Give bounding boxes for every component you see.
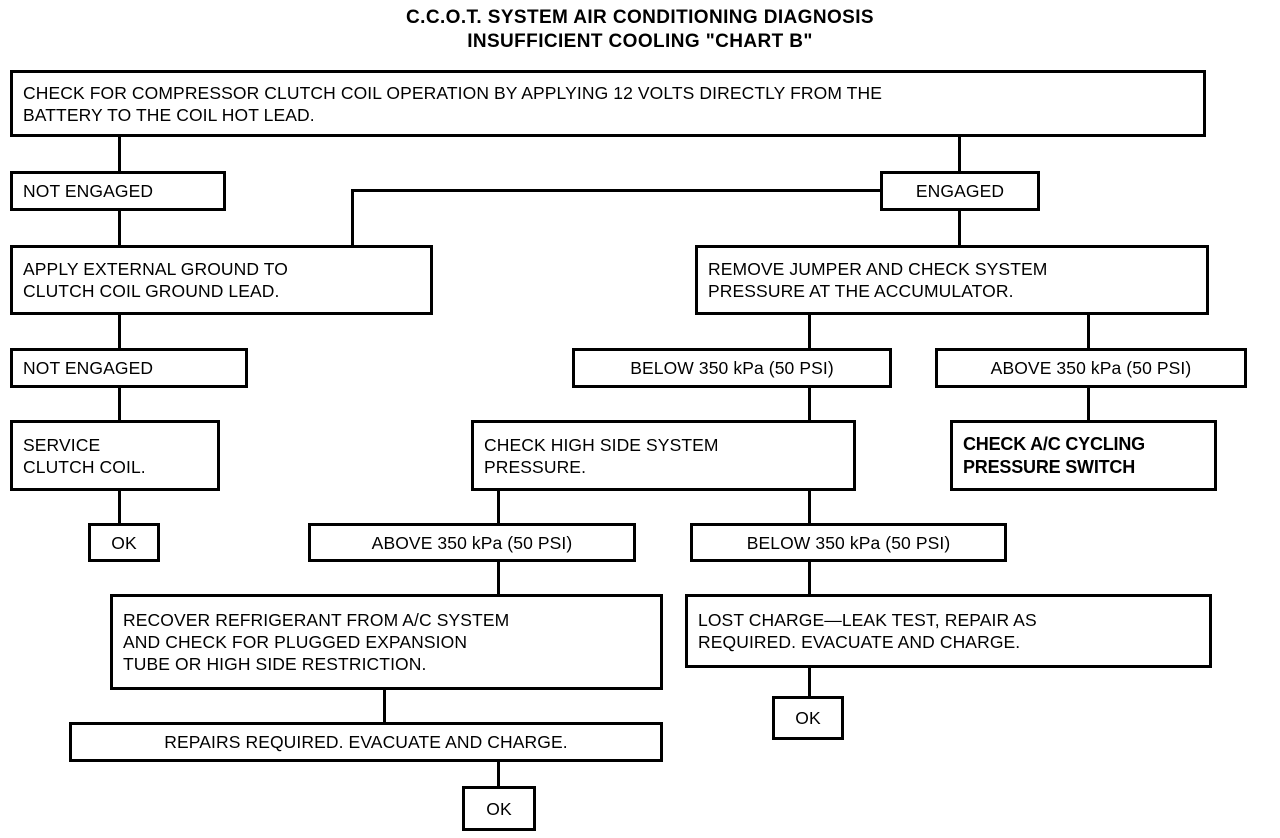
- node-label: LOST CHARGE—LEAK TEST, REPAIR AS REQUIRE…: [698, 610, 1037, 652]
- connector-lost-charge-to-ok-2: [808, 668, 811, 696]
- node-label: CHECK HIGH SIDE SYSTEM PRESSURE.: [484, 434, 719, 477]
- node-label: ABOVE 350 kPa (50 PSI): [990, 358, 1192, 378]
- node-label: NOT ENGAGED: [23, 181, 154, 201]
- connector-check-high-side-to-above-350-b: [497, 491, 500, 523]
- node-label: ENGAGED: [915, 181, 1005, 201]
- connector-above-350-b-to-recover: [497, 562, 500, 594]
- connector-remove-jumper-to-above-350: [1087, 315, 1090, 348]
- connector-service-clutch-to-ok-1: [118, 491, 121, 523]
- connector-repairs-to-ok-3: [497, 762, 500, 786]
- node-check-compressor-clutch-coil[interactable]: CHECK FOR COMPRESSOR CLUTCH COIL OPERATI…: [10, 70, 1206, 137]
- node-label: APPLY EXTERNAL GROUND TO CLUTCH COIL GRO…: [23, 259, 288, 301]
- node-above-350-kpa-accumulator[interactable]: ABOVE 350 kPa (50 PSI): [935, 348, 1247, 388]
- node-lost-charge[interactable]: LOST CHARGE—LEAK TEST, REPAIR AS REQUIRE…: [685, 594, 1212, 668]
- connector-below-350-to-check-high-side: [808, 388, 811, 420]
- node-not-engaged-2[interactable]: NOT ENGAGED: [10, 348, 248, 388]
- node-label: OK: [111, 532, 137, 553]
- node-label: NOT ENGAGED: [23, 358, 154, 378]
- connector-not-engaged-2-to-service-clutch: [118, 388, 121, 420]
- connector-engaged-to-remove-jumper: [958, 211, 961, 245]
- node-label: OK: [795, 708, 821, 728]
- node-engaged[interactable]: ENGAGED: [880, 171, 1040, 211]
- node-above-350-kpa-high-side[interactable]: ABOVE 350 kPa (50 PSI): [308, 523, 636, 562]
- chart-title-line-1: C.C.O.T. SYSTEM AIR CONDITIONING DIAGNOS…: [406, 7, 874, 28]
- node-apply-external-ground[interactable]: APPLY EXTERNAL GROUND TO CLUTCH COIL GRO…: [10, 245, 433, 315]
- node-below-350-kpa-high-side[interactable]: BELOW 350 kPa (50 PSI): [690, 523, 1007, 562]
- node-label: BELOW 350 kPa (50 PSI): [746, 532, 951, 553]
- connector-start-to-not-engaged: [118, 137, 121, 171]
- node-check-high-side-pressure[interactable]: CHECK HIGH SIDE SYSTEM PRESSURE.: [471, 420, 856, 491]
- connector-below-350-b-to-lost-charge: [808, 562, 811, 594]
- chart-title-line-2: INSUFFICIENT COOLING "CHART B": [467, 31, 813, 52]
- node-recover-refrigerant[interactable]: RECOVER REFRIGERANT FROM A/C SYSTEM AND …: [110, 594, 663, 690]
- node-service-clutch-coil[interactable]: SERVICE CLUTCH COIL.: [10, 420, 220, 491]
- connector-engaged-branch-vertical: [351, 189, 354, 245]
- node-label: RECOVER REFRIGERANT FROM A/C SYSTEM AND …: [123, 610, 510, 674]
- node-label: CHECK FOR COMPRESSOR CLUTCH COIL OPERATI…: [23, 82, 882, 125]
- node-label: BELOW 350 kPa (50 PSI): [630, 358, 834, 378]
- connector-engaged-branch-horizontal: [351, 189, 883, 192]
- connector-remove-jumper-to-below-350: [808, 315, 811, 348]
- node-repairs-required[interactable]: REPAIRS REQUIRED. EVACUATE AND CHARGE.: [69, 722, 663, 762]
- node-label: REPAIRS REQUIRED. EVACUATE AND CHARGE.: [164, 732, 568, 752]
- node-label: ABOVE 350 kPa (50 PSI): [371, 532, 573, 553]
- connector-not-engaged-to-apply-ground: [118, 211, 121, 245]
- connector-start-to-engaged: [958, 137, 961, 171]
- connector-recover-to-repairs: [383, 690, 386, 722]
- node-label: CHECK A/C CYCLING PRESSURE SWITCH: [963, 433, 1145, 477]
- connector-apply-ground-to-not-engaged-2: [118, 315, 121, 348]
- node-check-ac-cycling-pressure-switch[interactable]: CHECK A/C CYCLING PRESSURE SWITCH: [950, 420, 1217, 491]
- node-ok-1[interactable]: OK: [88, 523, 160, 562]
- node-label: REMOVE JUMPER AND CHECK SYSTEM PRESSURE …: [708, 259, 1048, 301]
- node-below-350-kpa-accumulator[interactable]: BELOW 350 kPa (50 PSI): [572, 348, 892, 388]
- node-ok-3[interactable]: OK: [462, 786, 536, 831]
- connector-above-350-to-check-cycling: [1087, 388, 1090, 420]
- node-label: SERVICE CLUTCH COIL.: [23, 434, 146, 477]
- node-ok-2[interactable]: OK: [772, 696, 844, 740]
- node-not-engaged-1[interactable]: NOT ENGAGED: [10, 171, 226, 211]
- node-remove-jumper[interactable]: REMOVE JUMPER AND CHECK SYSTEM PRESSURE …: [695, 245, 1209, 315]
- connector-check-high-side-to-below-350-b: [808, 491, 811, 523]
- node-label: OK: [486, 798, 512, 819]
